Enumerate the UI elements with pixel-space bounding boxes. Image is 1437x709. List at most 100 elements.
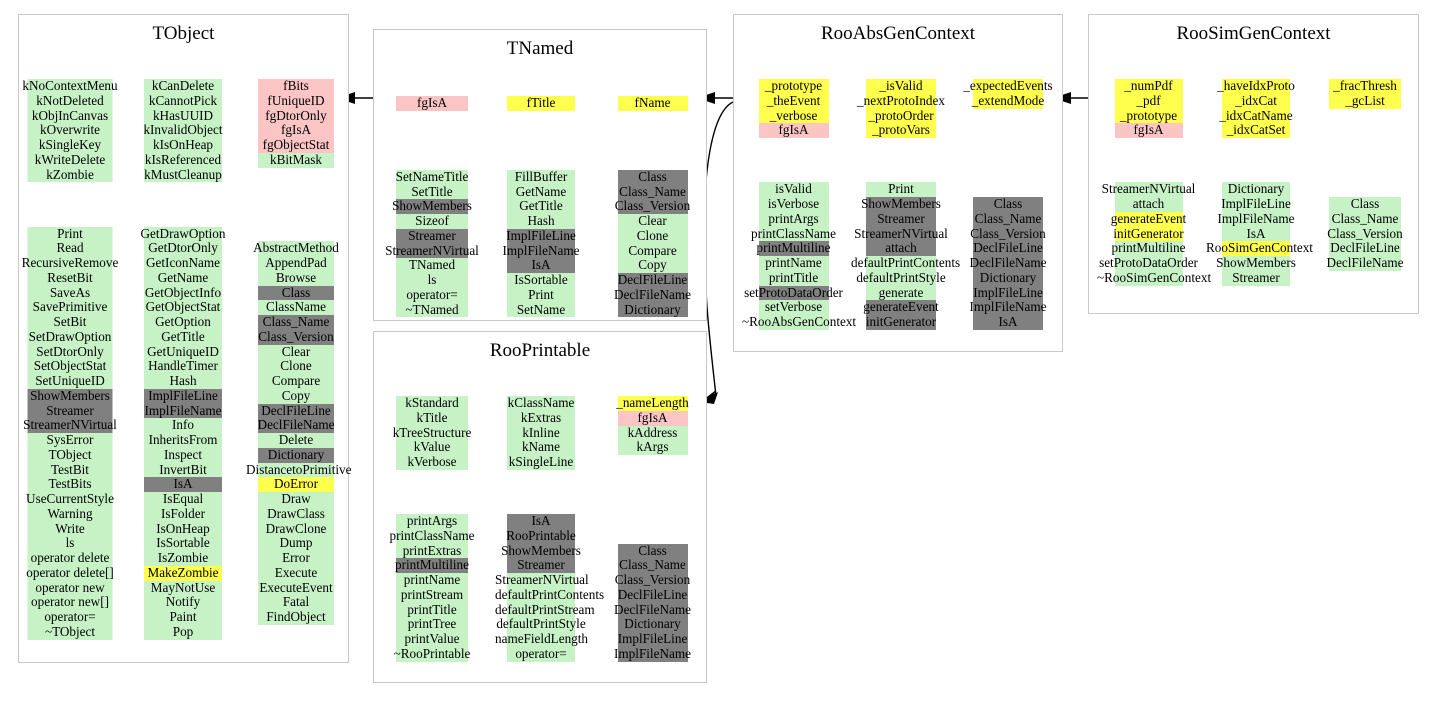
member-item[interactable]: isVerbose: [742, 196, 845, 212]
member-item[interactable]: _extendMode: [958, 93, 1058, 109]
member-item[interactable]: SetDrawOption: [18, 329, 122, 345]
member-item[interactable]: IsSortable: [495, 272, 587, 288]
member-item[interactable]: operator delete[]: [18, 565, 122, 581]
member-item[interactable]: MayNotUse: [133, 580, 233, 596]
member-item[interactable]: printTitle: [382, 602, 482, 618]
member-item[interactable]: fgDtorOnly: [246, 108, 346, 124]
member-item[interactable]: _gcList: [1315, 93, 1415, 109]
member-item[interactable]: printArgs: [382, 513, 482, 529]
member-item[interactable]: UseCurrentStyle: [18, 491, 122, 507]
member-item[interactable]: defaultPrintStream: [495, 602, 595, 618]
member-item[interactable]: SavePrimitive: [18, 299, 122, 315]
member-item[interactable]: RooPrintable: [495, 528, 587, 544]
member-item[interactable]: _fracThresh: [1315, 78, 1415, 94]
member-item[interactable]: Class_Version: [246, 329, 346, 345]
member-item[interactable]: SetObjectStat: [18, 358, 122, 374]
member-item[interactable]: GetOption: [133, 314, 233, 330]
member-item[interactable]: IsA: [495, 257, 587, 273]
member-item[interactable]: DeclFileLine: [1315, 240, 1415, 256]
member-item[interactable]: SetUniqueID: [18, 373, 122, 389]
member-item[interactable]: _haveIdxProto: [1206, 78, 1306, 94]
member-item[interactable]: Streamer: [382, 228, 482, 244]
member-item[interactable]: Delete: [246, 432, 346, 448]
member-item[interactable]: InheritsFrom: [133, 432, 233, 448]
member-item[interactable]: printTree: [382, 616, 482, 632]
member-item[interactable]: defaultPrintContents: [495, 587, 604, 603]
member-item[interactable]: kInvalidObject: [133, 122, 233, 138]
member-item[interactable]: DeclFileLine: [604, 272, 701, 288]
member-item[interactable]: AbstractMethod: [246, 240, 346, 256]
member-item[interactable]: Class_Version: [958, 226, 1058, 242]
member-item[interactable]: _verbose: [742, 108, 845, 124]
member-item[interactable]: printMultiline: [1097, 240, 1200, 256]
member-item[interactable]: Class: [246, 285, 346, 301]
member-item[interactable]: ResetBit: [18, 270, 122, 286]
member-item[interactable]: Info: [133, 417, 233, 433]
member-item[interactable]: generateEvent: [851, 299, 951, 315]
member-item[interactable]: SaveAs: [18, 285, 122, 301]
member-item[interactable]: Notify: [133, 594, 233, 610]
member-item[interactable]: IsA: [1206, 226, 1306, 242]
member-item[interactable]: isValid: [742, 181, 845, 197]
member-item[interactable]: ls: [18, 535, 122, 551]
member-item[interactable]: HandleTimer: [133, 358, 233, 374]
member-item[interactable]: ShowMembers: [18, 388, 122, 404]
member-item[interactable]: kStandard: [382, 395, 482, 411]
member-item[interactable]: SetBit: [18, 314, 122, 330]
member-item[interactable]: StreamerNVirtual: [495, 572, 589, 588]
member-item[interactable]: defaultPrintStyle: [495, 616, 587, 632]
member-item[interactable]: Dictionary: [604, 302, 701, 318]
member-item[interactable]: Warning: [18, 506, 122, 522]
member-item[interactable]: kExtras: [495, 410, 587, 426]
member-item[interactable]: Class_Version: [604, 572, 701, 588]
member-item[interactable]: printMultiline: [382, 557, 482, 573]
member-item[interactable]: Print: [495, 287, 587, 303]
member-item[interactable]: SetDtorOnly: [18, 344, 122, 360]
member-item[interactable]: _idxCatName: [1206, 108, 1306, 124]
member-item[interactable]: ImplFileLine: [495, 228, 587, 244]
member-item[interactable]: Class_Version: [604, 198, 701, 214]
member-item[interactable]: MakeZombie: [133, 565, 233, 581]
member-item[interactable]: Copy: [246, 388, 346, 404]
member-item[interactable]: AppendPad: [246, 255, 346, 271]
member-item[interactable]: printMultiline: [742, 240, 845, 256]
member-item[interactable]: GetTitle: [495, 198, 587, 214]
member-item[interactable]: DeclFileName: [246, 417, 346, 433]
member-item[interactable]: SetName: [495, 302, 587, 318]
member-item[interactable]: Class_Version: [1315, 226, 1415, 242]
member-item[interactable]: kName: [495, 439, 587, 455]
member-item[interactable]: kBitMask: [246, 152, 346, 168]
member-item[interactable]: Print: [18, 226, 122, 242]
member-item[interactable]: Streamer: [851, 211, 951, 227]
member-item[interactable]: attach: [1097, 196, 1200, 212]
member-item[interactable]: GetObjectStat: [133, 299, 233, 315]
member-item[interactable]: GetObjectInfo: [133, 285, 233, 301]
member-item[interactable]: ls: [382, 272, 482, 288]
member-item[interactable]: FillBuffer: [495, 169, 587, 185]
member-item[interactable]: Compare: [604, 243, 701, 259]
member-item[interactable]: kObjInCanvas: [18, 108, 122, 124]
member-item[interactable]: fgIsA: [246, 122, 346, 138]
member-item[interactable]: IsA: [958, 314, 1058, 330]
member-item[interactable]: printExtras: [382, 543, 482, 559]
member-item[interactable]: DeclFileName: [1315, 255, 1415, 271]
member-item[interactable]: ImplFileName: [958, 299, 1058, 315]
member-item[interactable]: Streamer: [495, 557, 587, 573]
member-item[interactable]: setProtoDataOrder: [742, 285, 845, 301]
member-item[interactable]: Write: [18, 521, 122, 537]
member-item[interactable]: kTitle: [382, 410, 482, 426]
member-item[interactable]: generate: [851, 285, 951, 301]
member-item[interactable]: kInline: [495, 425, 587, 441]
member-item[interactable]: ShowMembers: [495, 543, 587, 559]
member-item[interactable]: Copy: [604, 257, 701, 273]
member-item[interactable]: ~RooSimGenContext: [1097, 270, 1211, 286]
member-item[interactable]: generateEvent: [1097, 211, 1200, 227]
member-item[interactable]: DeclFileName: [604, 287, 701, 303]
member-item[interactable]: fBits: [246, 78, 346, 94]
member-item[interactable]: printClassName: [742, 226, 845, 242]
member-item[interactable]: Dictionary: [1206, 181, 1306, 197]
member-item[interactable]: GetIconName: [133, 255, 233, 271]
member-item[interactable]: _nextProtoIndex: [851, 93, 951, 109]
member-item[interactable]: Streamer: [1206, 270, 1306, 286]
member-item[interactable]: StreamerNVirtual: [1097, 181, 1200, 197]
